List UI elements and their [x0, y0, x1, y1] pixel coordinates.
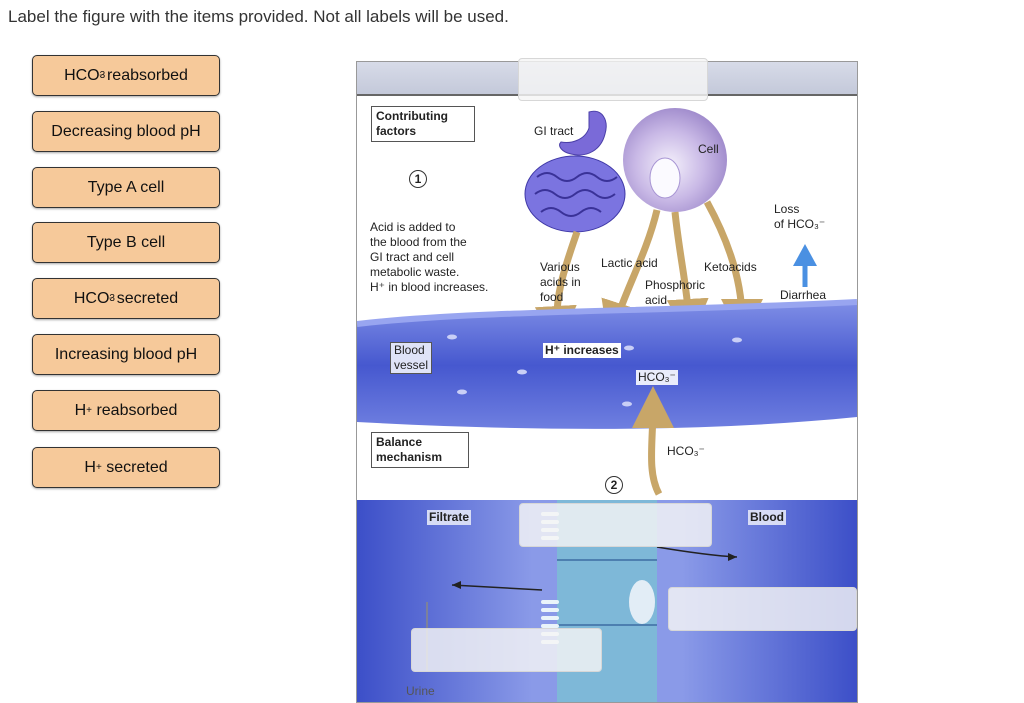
chip-text: H: [84, 458, 96, 476]
cell-label: Cell: [698, 142, 719, 156]
various-acids-label: Various acids in food: [540, 260, 581, 305]
balance-mechanism-label: Balance mechanism: [371, 432, 469, 468]
cell-speck: [622, 401, 632, 407]
arrow-hco3-to-vessel: [631, 386, 674, 496]
label-h-reabsorbed[interactable]: H+ reabsorbed: [32, 390, 220, 431]
instruction-text: Label the figure with the items provided…: [8, 7, 509, 26]
arrow-loss-head: [793, 244, 817, 266]
blood-label: Blood: [748, 510, 786, 525]
hco3-vessel-label: HCO₃⁻: [636, 370, 678, 385]
chip-sup: -: [108, 293, 113, 304]
vessel-top-edge: [357, 299, 857, 327]
cell-shape: [623, 108, 727, 212]
phosphoric-line: Phosphoric: [645, 278, 706, 292]
chip-sub: 3: [99, 70, 106, 81]
label-type-b-cell[interactable]: Type B cell: [32, 222, 220, 263]
gi-tract-label: GI tract: [534, 124, 574, 138]
chip-sup: +: [95, 462, 102, 473]
drop-zone-apical[interactable]: [519, 503, 712, 547]
phosphoric-line: acid: [645, 293, 668, 307]
label-increasing-blood-ph[interactable]: Increasing blood pH: [32, 334, 220, 375]
cell-speck: [624, 345, 634, 351]
various-line: Various: [540, 260, 580, 274]
blood-vessel-label: Blood vessel: [390, 342, 433, 374]
filtrate-label: Filtrate: [427, 510, 472, 525]
drop-zone-urine[interactable]: [411, 628, 602, 672]
step-2-marker: 2: [605, 476, 623, 494]
acid-description: Acid is added to the blood from the GI t…: [370, 220, 488, 295]
tubule-cell-nucleus: [629, 580, 655, 624]
label-type-a-cell[interactable]: Type A cell: [32, 167, 220, 208]
diarrhea-label: Diarrhea: [780, 288, 827, 302]
arrow-to-filtrate-head: [452, 581, 461, 589]
chip-sup: +: [86, 405, 92, 416]
phosphoric-acid-label: Phosphoric acid: [645, 278, 705, 308]
acid-text-line: metabolic waste.: [370, 265, 460, 279]
stomach-shape: [559, 110, 607, 156]
ketoacids-label: Ketoacids: [704, 260, 757, 274]
arrow-to-filtrate: [451, 584, 543, 591]
various-line: food: [540, 290, 564, 304]
chip-text: Type B cell: [86, 233, 166, 251]
chip-text: H: [74, 401, 87, 419]
chip-sup: -: [99, 70, 103, 81]
step-1-marker: 1: [409, 170, 427, 188]
arrow-to-blood-head: [728, 553, 737, 561]
various-line: acids in: [540, 275, 581, 289]
label-decreasing-blood-ph[interactable]: Decreasing blood pH: [32, 111, 220, 152]
chip-text: HCO: [64, 66, 100, 84]
cell-speck: [732, 337, 742, 343]
chip-text-rest: secreted: [112, 289, 179, 307]
drop-zone-basolateral[interactable]: [668, 587, 857, 631]
hco3-lower-label: HCO₃⁻: [667, 444, 705, 458]
acid-text-line: GI tract and cell: [370, 250, 455, 264]
chip-text: Increasing blood pH: [54, 345, 198, 363]
balance-line: Balance: [376, 435, 423, 449]
chip-text-rest: reabsorbed: [92, 401, 178, 419]
loss-hco3-label: Loss of HCO₃⁻: [774, 202, 825, 232]
intestine-coils: [534, 172, 618, 217]
cell-speck: [447, 334, 457, 340]
acid-text-line: the blood from the: [370, 235, 467, 249]
balance-line: mechanism: [376, 450, 443, 464]
cell-speck: [517, 369, 527, 375]
h-increases-label: H⁺ increases: [543, 343, 621, 358]
chip-sub: 3: [109, 293, 115, 304]
contributing-factors-label: Contributing factors: [371, 106, 475, 142]
blood-vessel-shape: [357, 302, 857, 429]
acid-text-line: H⁺ in blood increases.: [370, 280, 489, 294]
vessel-line: Blood: [394, 343, 425, 357]
loss-line: of HCO₃⁻: [774, 217, 826, 231]
loss-line: Loss: [774, 202, 800, 216]
cell-nucleus: [649, 157, 681, 199]
chip-text: Type A cell: [87, 178, 165, 196]
chip-text-rest: reabsorbed: [102, 66, 188, 84]
vessel-line: vessel: [394, 358, 429, 372]
cell-speck: [457, 389, 467, 395]
chip-text-rest: secreted: [101, 458, 168, 476]
chip-text: HCO: [73, 289, 110, 307]
label-h-secreted[interactable]: H+ secreted: [32, 447, 220, 488]
acid-text-line: Acid is added to: [370, 220, 456, 234]
lactic-acid-label: Lactic acid: [601, 256, 658, 270]
chip-text: Decreasing blood pH: [51, 122, 201, 140]
drop-zone-header[interactable]: [518, 58, 708, 101]
